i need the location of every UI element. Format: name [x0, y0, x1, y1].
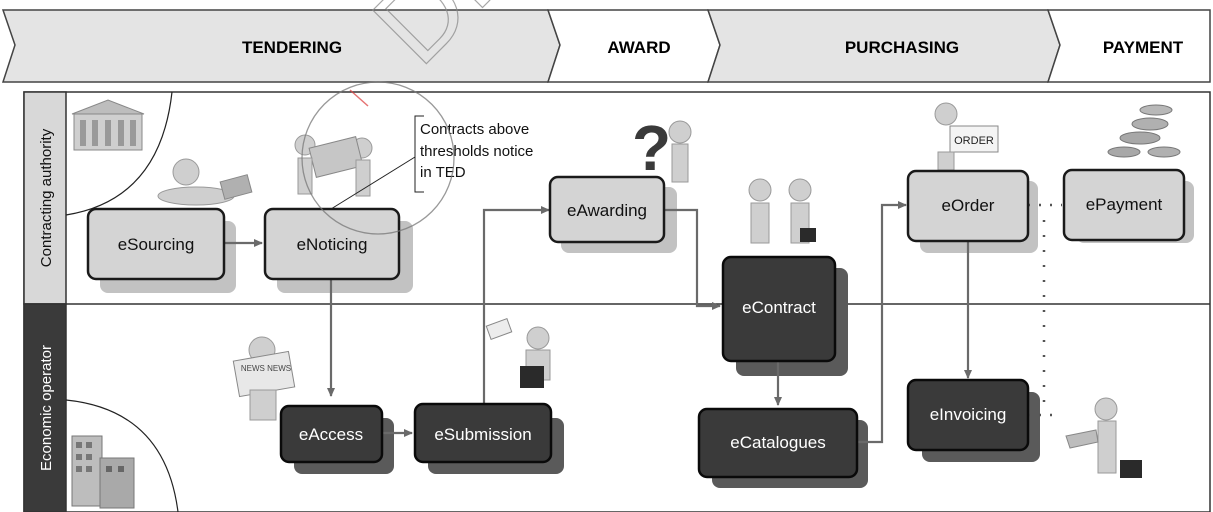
note-line-1: Contracts above — [420, 121, 529, 138]
newspaper-text: NEWS NEWS — [241, 364, 291, 373]
box-label-esourcing: eSourcing — [118, 235, 195, 254]
box-epayment: ePayment — [1062, 168, 1186, 242]
corner-arc-top — [65, 91, 173, 216]
box-eorder: eOrder — [906, 169, 1030, 243]
box-econtract: eContract — [721, 255, 837, 363]
flow-arrows — [224, 201, 1062, 444]
office-building-icon — [71, 435, 135, 509]
lane-label-economic-operator: Economic operator — [38, 345, 55, 471]
box-eaccess: eAccess — [279, 404, 384, 464]
question-mark-person-icon: ? — [632, 112, 692, 184]
box-esubmission: eSubmission — [413, 402, 553, 464]
arrow-eawarding-econtract — [664, 208, 721, 310]
person-with-envelope-icon — [485, 318, 551, 388]
note-line-3: in TED — [420, 164, 466, 181]
box-label-enoticing: eNoticing — [297, 235, 368, 254]
arrow-esubmission-eawarding — [482, 206, 550, 404]
lane-header-top — [23, 91, 67, 305]
phase-label-payment: PAYMENT — [1103, 38, 1184, 57]
box-eawarding: eAwarding — [548, 175, 666, 244]
box-label-epayment: ePayment — [1086, 195, 1163, 214]
government-building-icon — [71, 99, 145, 151]
box-einvoicing: eInvoicing — [906, 378, 1030, 452]
box-enoticing: eNoticing — [263, 207, 401, 281]
corner-arc-bottom — [65, 399, 179, 512]
lane-header-bottom — [23, 303, 67, 512]
arrow-ecatalogues-eorder — [858, 201, 907, 444]
box-label-einvoicing: eInvoicing — [930, 405, 1007, 424]
box-label-eaccess: eAccess — [299, 425, 363, 444]
order-sign-text: ORDER — [954, 135, 994, 147]
box-label-econtract: eContract — [742, 298, 816, 317]
box-label-ecatalogues: eCatalogues — [730, 433, 825, 452]
box-ecatalogues: eCatalogues — [697, 407, 859, 479]
note-bracket — [414, 115, 424, 193]
person-with-briefcase-icon — [1065, 397, 1142, 478]
box-label-eawarding: eAwarding — [567, 201, 647, 220]
ted-note: Contracts above thresholds notice in TED — [330, 115, 533, 210]
people-carrying-board-icon — [294, 134, 373, 197]
box-esourcing: eSourcing — [86, 207, 226, 281]
note-leader-line — [330, 156, 416, 210]
coins-stack-icon — [1107, 104, 1181, 158]
phase-label-purchasing: PURCHASING — [845, 38, 959, 57]
box-label-esubmission: eSubmission — [434, 425, 531, 444]
svg-text:?: ? — [632, 112, 671, 184]
note-line-2: thresholds notice — [420, 143, 533, 160]
person-with-order-sign-icon: ORDER — [934, 102, 999, 171]
phase-label-tendering: TENDERING — [242, 38, 342, 57]
phase-bar: TENDERING AWARD PURCHASING PAYMENT — [1, 9, 1211, 83]
box-label-eorder: eOrder — [942, 196, 995, 215]
lane-label-contracting-authority: Contracting authority — [38, 128, 55, 267]
phase-chevron-payment — [1046, 9, 1211, 83]
handshake-people-icon — [748, 178, 816, 244]
person-with-laptop-icon — [157, 158, 253, 206]
swimlanes: Contracting authority Economic operator — [23, 91, 1211, 512]
person-reading-newspaper-icon: NEWS NEWS — [232, 336, 296, 421]
phase-label-award: AWARD — [607, 38, 670, 57]
